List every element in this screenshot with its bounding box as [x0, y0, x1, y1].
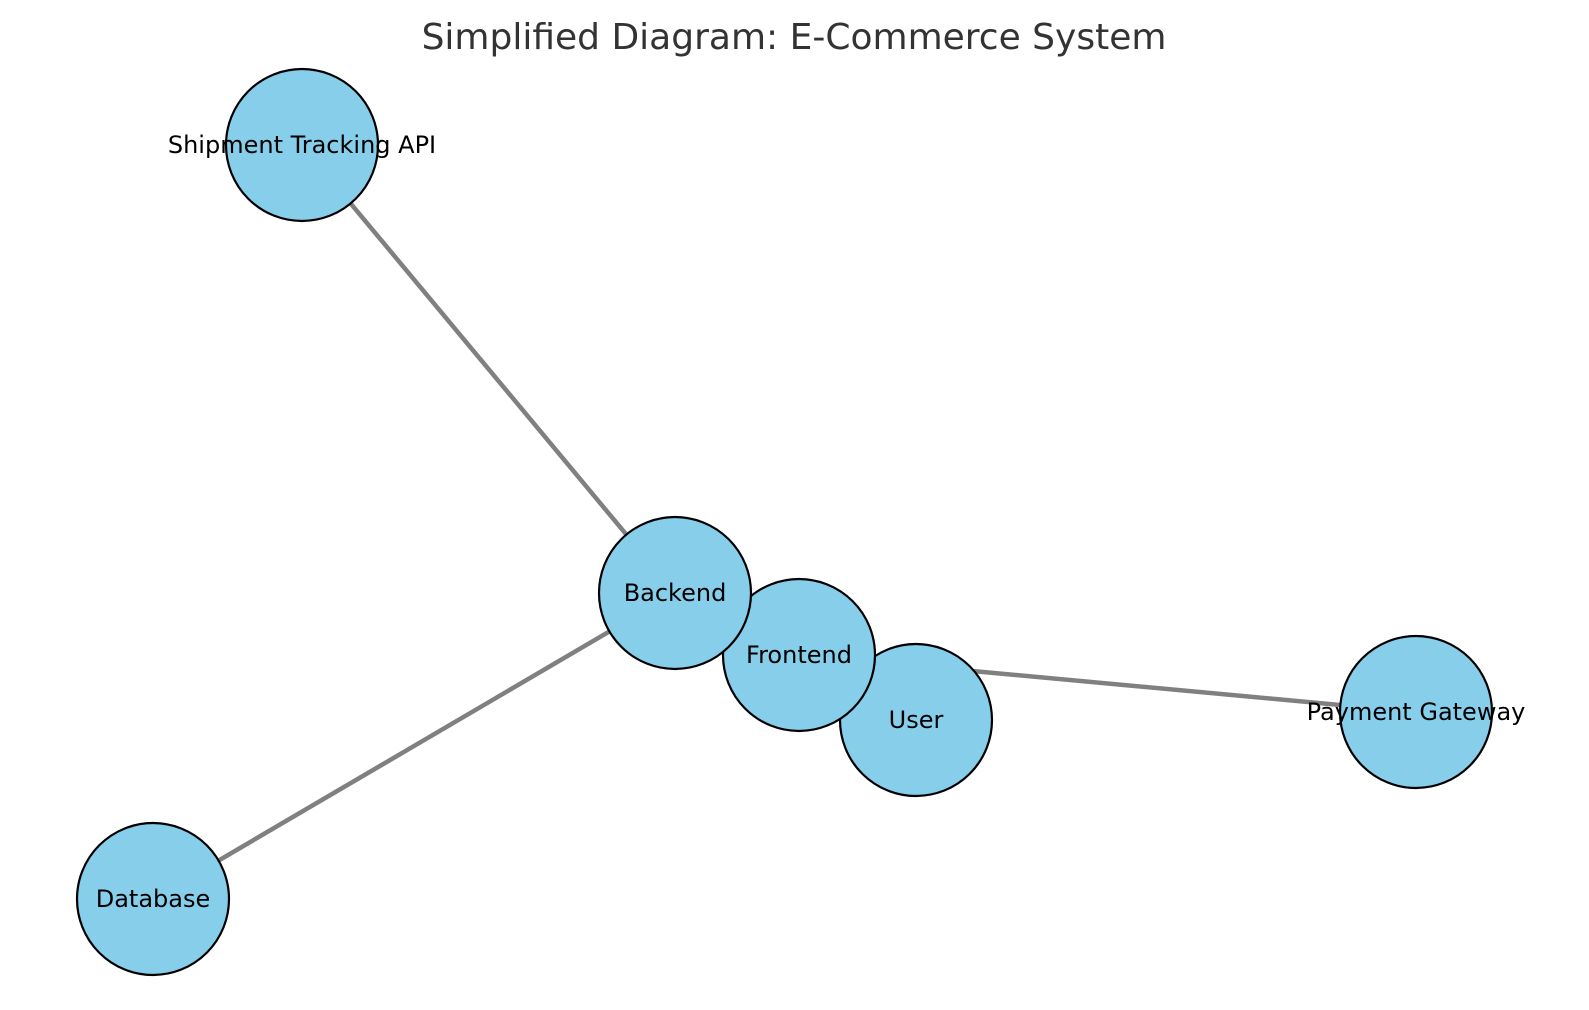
node-label-frontend: Frontend [746, 641, 852, 669]
node-backend[interactable]: Backend [597, 515, 753, 671]
edge-shipment-backend [300, 143, 677, 595]
node-payment[interactable]: Payment Gateway [1307, 634, 1526, 790]
node-circle-payment [1338, 634, 1494, 790]
node-circle-shipment [224, 67, 380, 223]
node-label-payment: Payment Gateway [1307, 698, 1526, 726]
node-label-shipment: Shipment Tracking API [168, 131, 436, 159]
node-circle-database [75, 821, 231, 977]
edge-backend-database [151, 591, 677, 901]
node-label-backend: Backend [624, 579, 727, 607]
node-label-user: User [889, 706, 944, 734]
diagram-title: Simplified Diagram: E-Commerce System [422, 17, 1167, 58]
node-frontend[interactable]: Frontend [721, 577, 877, 733]
node-shipment[interactable]: Shipment Tracking API [168, 67, 436, 223]
node-circle-backend [597, 515, 753, 671]
node-circle-frontend [721, 577, 877, 733]
edges-layer [151, 143, 1417, 901]
node-database[interactable]: Database [75, 821, 231, 977]
node-label-database: Database [96, 885, 211, 913]
nodes-layer: Shipment Tracking API Payment GatewayData… [75, 67, 1526, 977]
